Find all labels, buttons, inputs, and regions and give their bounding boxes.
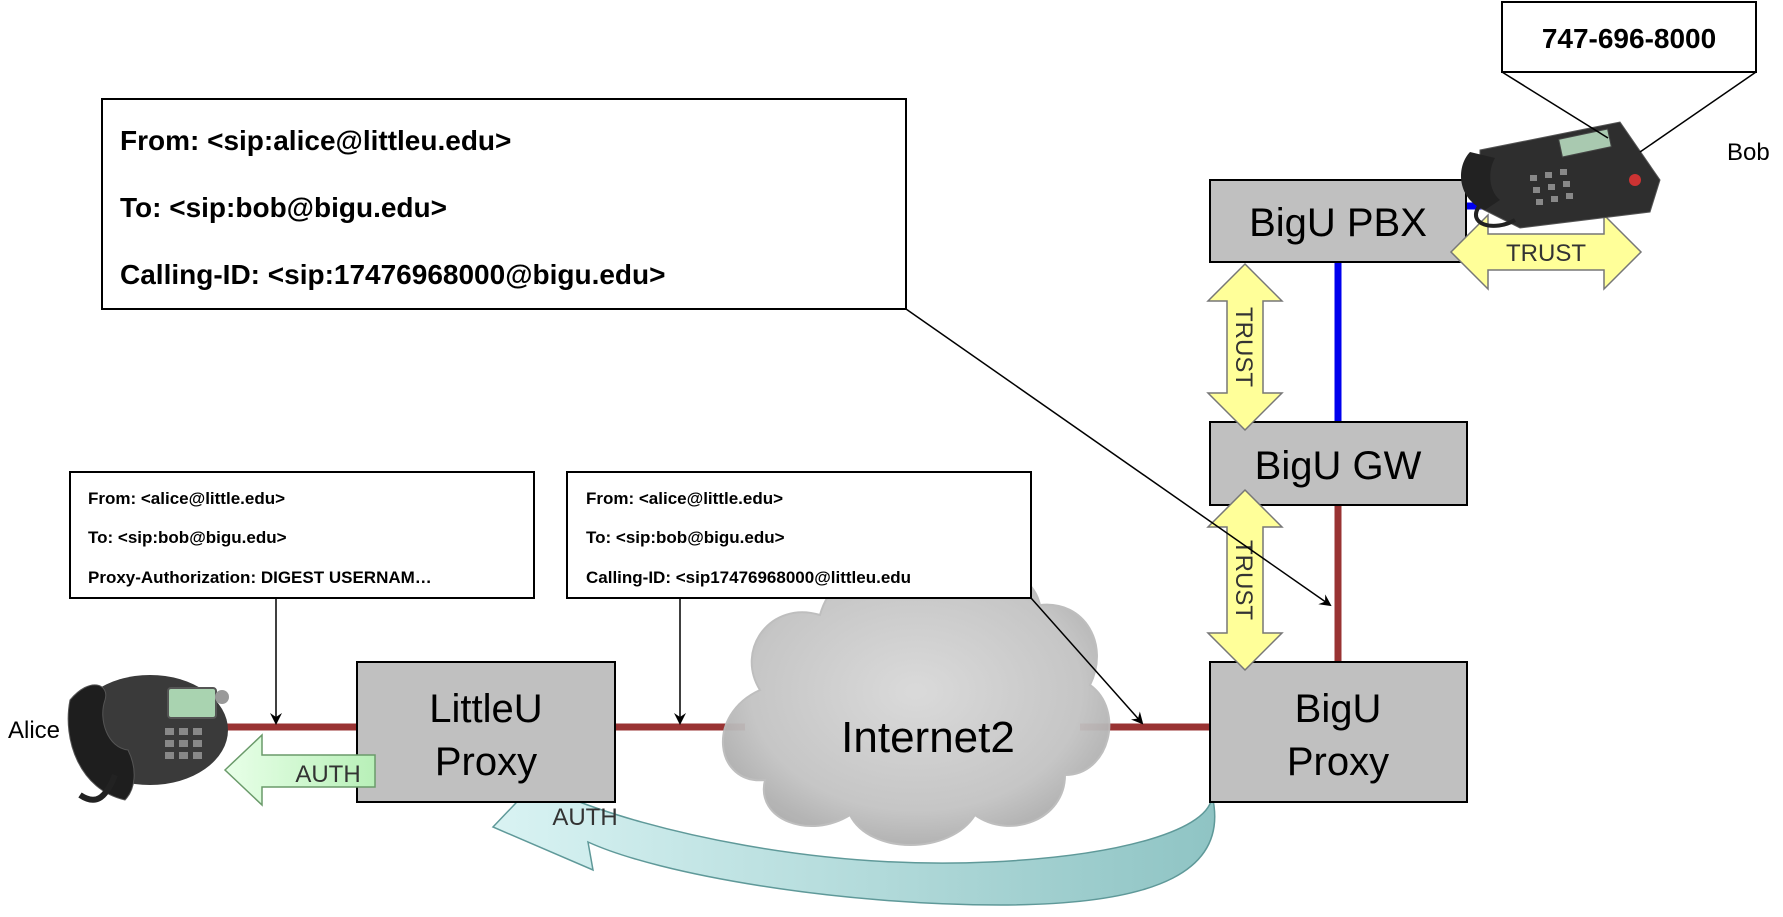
trust-pbx-bob-label: TRUST [1506, 240, 1586, 267]
alice-label: Alice [8, 717, 60, 744]
trust-arrow-gw-proxy: TRUST [1206, 488, 1284, 672]
bob-label: Bob [1727, 139, 1770, 166]
callout-left-line-3: Proxy-Authorization: DIGEST USERNAM… [88, 568, 432, 587]
bigu-proxy-label-1: BigU [1295, 687, 1382, 731]
auth-return-arrow: AUTH [491, 760, 1216, 906]
callout-left-line-1: From: <alice@little.edu> [88, 489, 285, 508]
auth-return-label: AUTH [552, 804, 617, 831]
callout-left: From: <alice@little.edu> To: <sip:bob@bi… [69, 471, 535, 725]
callout-big-line-2: To: <sip:bob@bigu.edu> [120, 192, 447, 223]
auth-alice-label: AUTH [295, 761, 360, 788]
phone-number: 747-696-8000 [1542, 23, 1716, 54]
trust-gw-proxy-label: TRUST [1230, 540, 1257, 620]
callout-big-line-3: Calling-ID: <sip:17476968000@bigu.edu> [120, 259, 666, 290]
littleu-proxy-label-2: Proxy [435, 740, 537, 784]
phone-number-callout: 747-696-8000 [1501, 1, 1757, 153]
trust-arrow-pbx-bob: TRUST [1449, 213, 1643, 291]
bigu-gw-label: BigU GW [1255, 444, 1422, 488]
auth-alice-arrow: AUTH [223, 733, 376, 807]
node-bigu-gw: BigU GW [1209, 421, 1468, 506]
trust-pbx-gw-label: TRUST [1230, 307, 1257, 387]
bob-phone-icon [1461, 121, 1661, 229]
internet2-cloud: Internet2 [722, 564, 1111, 846]
callout-big-line-1: From: <sip:alice@littleu.edu> [120, 125, 511, 156]
bigu-proxy-label-2: Proxy [1287, 740, 1389, 784]
internet2-label: Internet2 [841, 713, 1015, 762]
callout-big: From: <sip:alice@littleu.edu> To: <sip:b… [101, 98, 1332, 607]
callout-mid-line-2: To: <sip:bob@bigu.edu> [586, 528, 785, 547]
callout-mid-line-3: Calling-ID: <sip17476968000@littleu.edu [586, 568, 911, 587]
node-bigu-proxy: BigU Proxy [1209, 661, 1468, 803]
trust-arrow-pbx-gw: TRUST [1206, 262, 1284, 432]
callout-mid-pointer-2 [1030, 597, 1144, 725]
littleu-proxy-label-1: LittleU [429, 687, 542, 731]
bigu-pbx-label: BigU PBX [1249, 201, 1427, 245]
callout-big-pointer [905, 308, 1332, 607]
callout-mid: From: <alice@little.edu> To: <sip:bob@bi… [566, 471, 1144, 725]
callout-left-line-2: To: <sip:bob@bigu.edu> [88, 528, 287, 547]
alice-phone-icon [67, 675, 229, 803]
callout-mid-line-1: From: <alice@little.edu> [586, 489, 783, 508]
node-littleu-proxy: LittleU Proxy [356, 661, 616, 803]
node-bigu-pbx: BigU PBX [1209, 179, 1467, 263]
